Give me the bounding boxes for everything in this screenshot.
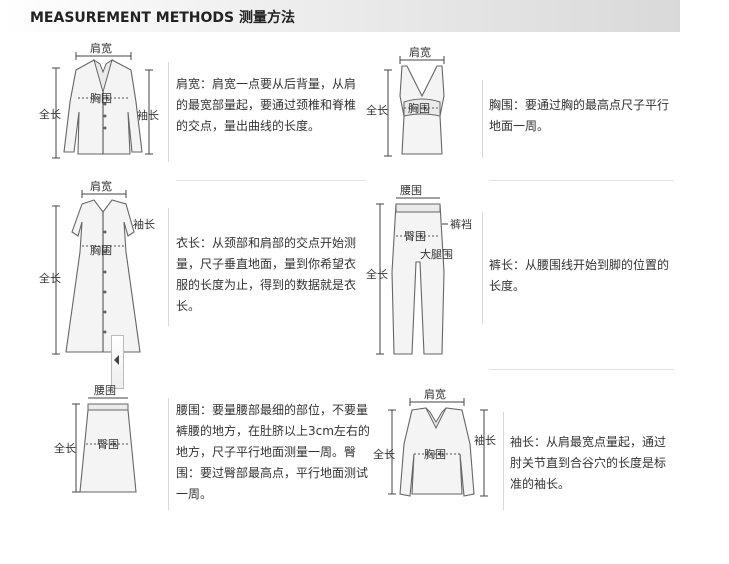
garment-length-description: 衣长：从颈部和肩部的交点开始测量，尺子垂直地面，量到你希望衣服的长度为止，得到的… bbox=[176, 236, 357, 313]
sleeve-description: 袖长：从肩最宽点量起，通过肘关节直到合谷穴的长度是标准的袖长。 bbox=[510, 435, 667, 491]
shoulder-label-2: 肩宽 bbox=[409, 45, 431, 59]
hip-label-2: 臀围 bbox=[97, 438, 119, 451]
divider bbox=[482, 212, 483, 324]
skirt-figure: 腰围 臀围 全长 bbox=[44, 384, 164, 504]
length-label: 全长 bbox=[39, 107, 61, 121]
jacket-figure: 肩宽 胸围 全长 袖长 bbox=[36, 41, 166, 167]
chest-label: 胸围 bbox=[90, 91, 112, 105]
shoulder-label-6: 肩宽 bbox=[424, 387, 446, 401]
length-label-2: 全长 bbox=[366, 103, 388, 117]
waist-label-2: 腰围 bbox=[94, 384, 116, 397]
length-label-6: 全长 bbox=[373, 447, 395, 461]
shoulder-label-3: 肩宽 bbox=[90, 179, 112, 193]
waist-hip-description: 腰围：要量腰部最细的部位，不要量裤腰的地方，在肚脐以上3cm左右的地方，尺子平行… bbox=[176, 403, 370, 501]
shoulder-label: 肩宽 bbox=[90, 41, 112, 55]
tank-top-illustration: 肩宽 胸围 全长 bbox=[366, 45, 445, 157]
hip-label: 臀围 bbox=[404, 230, 426, 243]
chest-description: 胸围：要通过胸的最高点尺子平行地面一周。 bbox=[489, 98, 670, 133]
carousel-prev-button[interactable] bbox=[111, 335, 124, 389]
pants-figure: 腰围 臀围 裤裆 大腿围 全长 bbox=[362, 182, 482, 362]
length-label-3: 全长 bbox=[39, 271, 61, 285]
page-title: MEASUREMENT METHODS 测量方法 bbox=[30, 10, 296, 26]
divider bbox=[168, 208, 169, 326]
waist-label: 腰围 bbox=[400, 184, 422, 197]
row-divider bbox=[489, 369, 674, 370]
divider bbox=[168, 398, 169, 510]
chest-label-6: 胸围 bbox=[424, 447, 446, 461]
divider bbox=[168, 62, 169, 162]
tank-top-figure: 肩宽 胸围 全长 bbox=[362, 45, 482, 161]
dress-illustration: 肩宽 胸围 全长 袖长 bbox=[39, 179, 155, 355]
sleeve-label: 袖长 bbox=[137, 108, 159, 122]
divider bbox=[482, 80, 483, 158]
sleeve-label-3: 袖长 bbox=[133, 217, 155, 231]
crotch-label: 裤裆 bbox=[450, 217, 472, 231]
chevron-left-icon bbox=[114, 355, 119, 365]
length-label-5: 全长 bbox=[54, 441, 76, 455]
row-divider bbox=[176, 180, 366, 181]
length-label-4: 全长 bbox=[366, 267, 388, 281]
pants-length-description: 裤长：从腰围线开始到脚的位置的长度。 bbox=[489, 258, 670, 293]
row-divider bbox=[489, 180, 674, 181]
chest-label-3: 胸围 bbox=[90, 243, 112, 257]
sweater-illustration: 肩宽 胸围 全长 袖长 bbox=[373, 387, 496, 497]
pants-illustration: 腰围 臀围 裤裆 大腿围 全长 bbox=[366, 184, 472, 355]
sleeve-label-6: 袖长 bbox=[474, 433, 496, 447]
divider bbox=[503, 412, 504, 510]
chest-label-2: 胸围 bbox=[408, 101, 430, 115]
section-header: MEASUREMENT METHODS 测量方法 bbox=[0, 0, 680, 32]
thigh-label: 大腿围 bbox=[420, 247, 453, 261]
jacket-illustration: 肩宽 胸围 全长 袖长 bbox=[39, 41, 159, 159]
shoulder-description: 肩宽：肩宽一点要从后背量，从肩的最宽部量起，要通过颈椎和脊椎的交点，量出曲线的长… bbox=[176, 77, 357, 133]
dress-figure: 肩宽 胸围 全长 袖长 bbox=[36, 179, 166, 362]
skirt-illustration: 腰围 臀围 全长 bbox=[54, 384, 137, 493]
sweater-figure: 肩宽 胸围 全长 袖长 bbox=[370, 384, 500, 509]
